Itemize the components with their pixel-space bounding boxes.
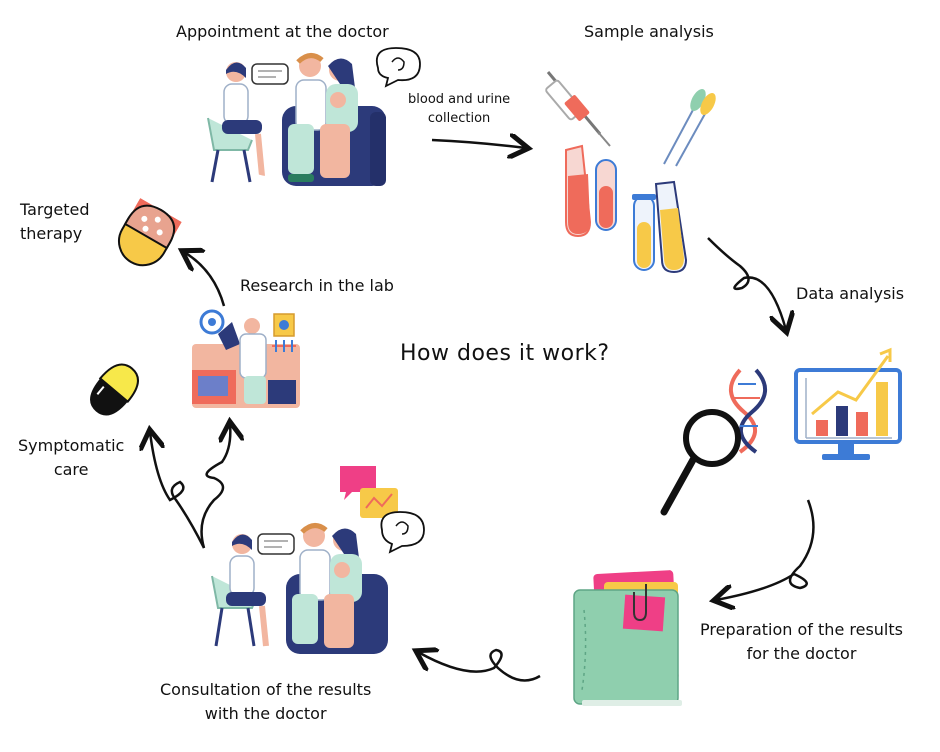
test-tubes-icon	[545, 71, 716, 274]
step-research-label: Research in the lab	[240, 276, 394, 295]
chart-monitor-icon	[794, 347, 902, 460]
appointment-people-icon	[207, 47, 421, 186]
step-sample-analysis-label: Sample analysis	[584, 22, 714, 41]
step-preparation-label: Preparation of the results for the docto…	[700, 620, 903, 663]
diagram-title: How does it work?	[400, 341, 610, 366]
capsule-icon	[118, 198, 182, 267]
folder-icon	[573, 570, 682, 706]
step-collection-label: blood and urine collection	[408, 92, 511, 126]
step-data-analysis-label: Data analysis	[796, 284, 905, 303]
step-consultation-label: Consultation of the results with the doc…	[160, 680, 372, 723]
step-targeted-label: Targeted therapy	[20, 200, 90, 243]
step-appointment-label: Appointment at the doctor	[176, 22, 389, 41]
pill-icon	[90, 363, 139, 416]
step-symptomatic-label: Symptomatic care	[18, 436, 125, 479]
consultation-people-icon	[211, 466, 425, 654]
lab-scientist-icon	[192, 309, 300, 408]
dna-magnifier-icon	[660, 368, 767, 516]
